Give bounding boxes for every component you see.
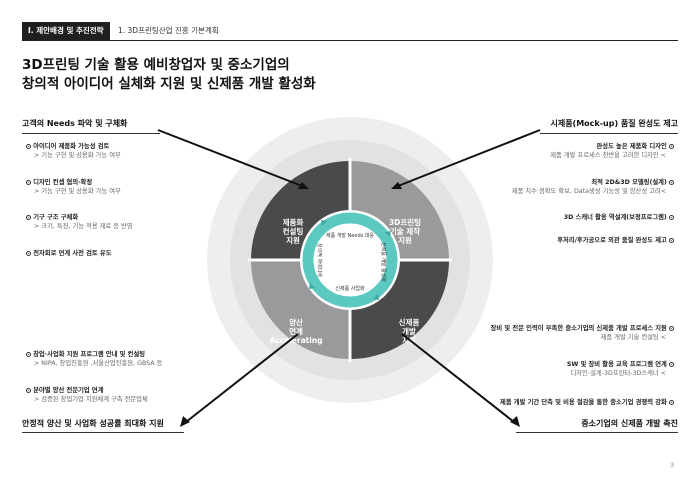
page-title-line-1: 3D프린팅 기술 활용 예비창업자 및 중소기업의 — [22, 57, 290, 73]
bullet-icon — [669, 399, 674, 405]
left-bottom-item-1: 창업·사업화 지원 프로그램 안내 및 컨설팅 > NIPA, 창업진흥원 ,서… — [26, 350, 162, 368]
bullet-icon — [26, 351, 31, 357]
bullet-icon — [669, 214, 674, 220]
bullet-icon — [669, 179, 674, 185]
right-top-item-1: 완성도 높은 제품화 디자인 제품 개발 프로세스 전반을 고려한 디자인 < — [550, 142, 674, 160]
page-title-line-2: 창의적 아이디어 실체화 지원 및 신제품 개발 활성화 — [22, 76, 316, 92]
page-title: 3D프린팅 기술 활용 예비창업자 및 중소기업의 창의적 아이디어 실체화 지… — [22, 56, 316, 94]
bullet-icon — [26, 179, 31, 185]
cycle-arrow-4-icon — [321, 220, 327, 226]
arrow-bottom-left — [185, 333, 299, 423]
right-top-title: 시제품(Mock-up) 품질 완성도 제고 — [550, 119, 678, 128]
cycle-arrow-3-icon — [309, 283, 315, 289]
arrow-top-left — [157, 129, 303, 187]
right-top-item-3: 3D 스캐너 활용 역설계(보정프로그램) — [564, 213, 674, 222]
bullet-icon — [669, 237, 674, 243]
ring-label-bottom: 신제품 사업화 — [335, 285, 365, 292]
left-top-item-1: 아이디어 제품화 가능성 검토 > 기능 구현 및 상용화 가능 여부 — [26, 142, 121, 160]
left-top-item-4: 전자회로 연계 사전 검토 유도 — [26, 249, 112, 258]
sub-title: 1. 3D프린팅산업 진흥 기본계획 — [118, 26, 219, 35]
bullet-icon — [669, 361, 674, 367]
right-bottom-title: 중소기업의 신제품 개발 촉진 — [581, 419, 678, 428]
ring-label-top: 제품 개발 Needs 대응 — [326, 232, 374, 239]
right-bottom-item-1: 장비 및 전문 인력이 부족한 중소기업의 신제품 개발 프로세스 지원 제품 … — [491, 324, 674, 342]
right-top-item-2: 최적 2D&3D 모델링(설계) 제품 치수·정확도 확보, Data생성 기능… — [512, 178, 674, 196]
bullet-icon — [26, 250, 31, 256]
section-tag: I. 제안배경 및 추진전략 — [22, 22, 110, 40]
bullet-icon — [669, 325, 674, 331]
header: I. 제안배경 및 추진전략 1. 3D프린팅산업 진흥 기본계획 — [22, 22, 678, 41]
right-bottom-item-3: 제품 개발 기간 단축 및 비용 절감을 통한 중소기업 경쟁력 강화 — [500, 398, 674, 407]
ring-label-right: 신제품 개발 활성화 — [380, 242, 387, 282]
left-top-title: 고객의 Needs 파악 및 구체화 — [22, 119, 128, 128]
left-bottom-title: 안정적 양산 및 사업화 성공률 최대화 지원 — [22, 419, 164, 428]
left-bottom-rule — [22, 432, 184, 433]
teal-cycle-ring — [302, 212, 398, 308]
cycle-arrow-2-icon — [373, 294, 379, 300]
left-top-item-2: 디자인 컨셉 협의·확정 > 기능 구현 및 상용화 가능 여부 — [26, 178, 121, 196]
right-top-rule — [540, 133, 678, 134]
right-top-item-4: 후처리/후가공으로 외관 품질 완성도 제고 — [557, 236, 674, 245]
bullet-icon — [26, 143, 31, 149]
arrow-top-right — [397, 129, 541, 187]
left-top-rule — [22, 133, 160, 134]
right-bottom-rule — [516, 432, 678, 433]
bullet-icon — [26, 214, 31, 220]
bullet-icon — [669, 143, 674, 149]
left-bottom-item-2: 분야별 양산 전문기업 연계 > 검증된 창업기업 지원체계 구축 전문업체 — [26, 386, 148, 404]
bullet-icon — [26, 387, 31, 393]
ring-label-left: 창의적 아이디어 — [316, 243, 323, 277]
left-top-item-3: 기구 구조 구체화 > 크기, 특징, 기능 적용 재료 등 반영 — [26, 213, 133, 231]
page-number: 3 — [669, 461, 674, 469]
arrow-bottom-right — [401, 333, 515, 423]
right-bottom-item-2: SW 및 장비 활용 교육 프로그램 연계 디자인-설계-3D프린터-3D스캐너… — [567, 360, 674, 378]
cycle-arrow-1-icon — [385, 231, 391, 237]
